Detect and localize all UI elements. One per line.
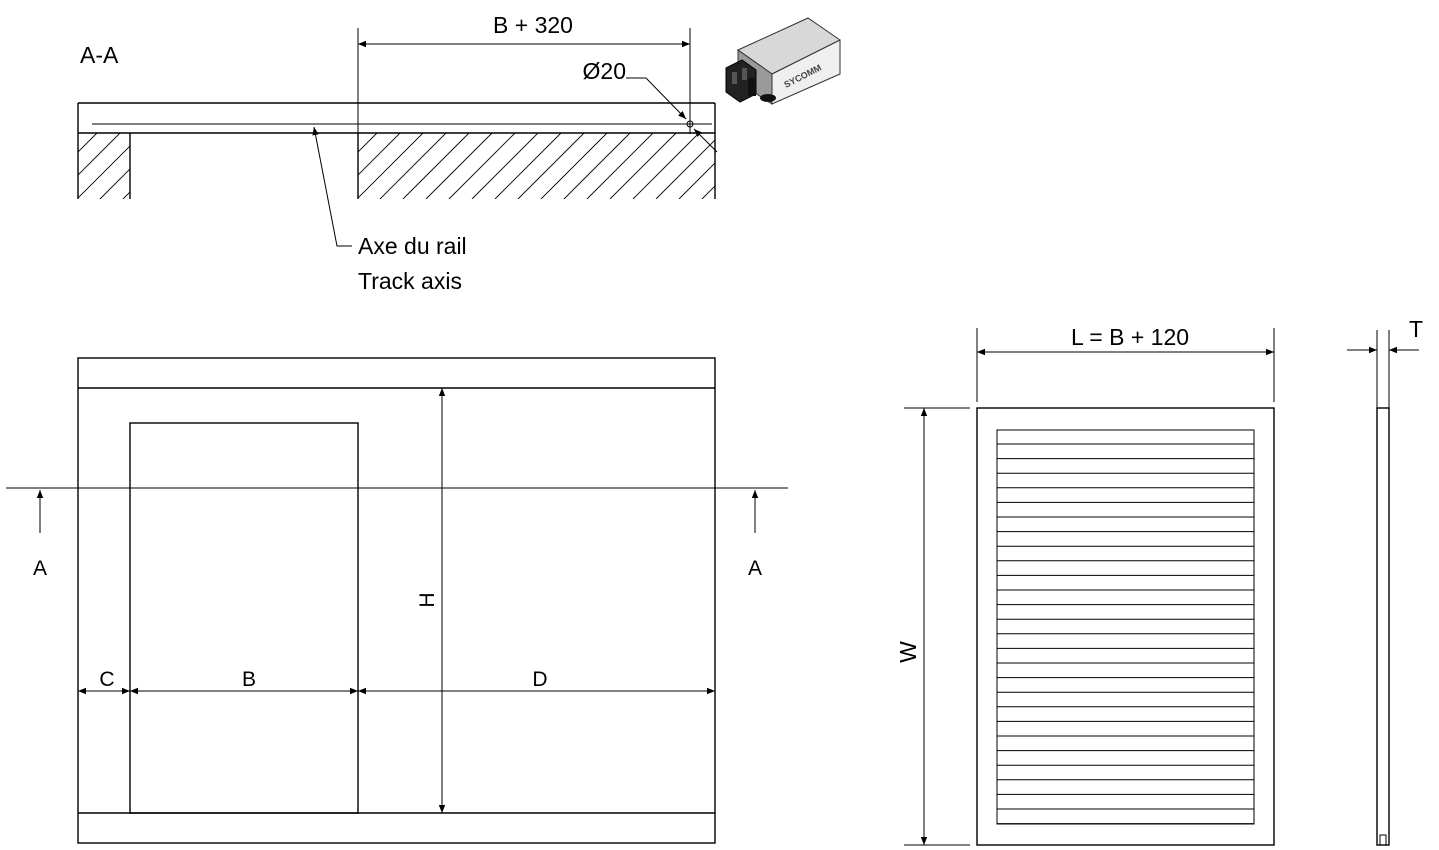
hatch-line: [563, 133, 631, 199]
hatch-line: [517, 133, 585, 199]
diameter-label: Ø20: [583, 58, 626, 84]
hatch-left: [8, 133, 258, 199]
wall-outline: [77, 102, 716, 199]
hatch-line: [448, 133, 516, 199]
section-title: A-A: [80, 42, 119, 68]
hatch-line: [99, 168, 130, 199]
dim-h-label: H: [416, 592, 439, 607]
wall-frame: [77, 357, 716, 844]
hatch-line: [655, 139, 715, 199]
dim-d-label: D: [532, 668, 547, 691]
track-axis-leader: [312, 126, 352, 247]
hatch-line: [192, 133, 258, 199]
hatch-line: [379, 133, 447, 199]
hatch-line: [609, 133, 677, 199]
hatch-line: [494, 133, 562, 199]
diameter-leader-2: [693, 128, 718, 153]
door-leaf-outline: [976, 407, 1275, 846]
dim-w-label: W: [895, 641, 921, 663]
hatch-line: [701, 185, 715, 199]
hatch-line: [471, 133, 539, 199]
hatch-line: [678, 162, 715, 199]
hatch-right: [288, 133, 837, 199]
hatch-line: [169, 133, 235, 199]
hatch-line: [586, 133, 654, 199]
hatch-line: [78, 133, 98, 153]
hatch-line: [8, 133, 74, 199]
door-opening: [129, 422, 359, 814]
hatch-line: [122, 191, 130, 199]
sycomm-device-image: SYCOMM: [725, 17, 841, 105]
louver-slats: [997, 443, 1254, 825]
track-axis-label-en: Track axis: [358, 268, 462, 294]
section-mark-left: A: [33, 557, 47, 580]
section-a-a: A-A B + 320 Ø20 Axe du rail Track axis: [8, 12, 841, 294]
hatch-line: [725, 133, 791, 199]
hatch-line: [358, 133, 424, 199]
door-side-view: [1376, 407, 1390, 846]
front-view: A A C B D H: [6, 357, 788, 844]
hatch-line: [78, 133, 121, 176]
dim-b-label: B: [242, 668, 256, 691]
hatch-line: [771, 133, 837, 199]
dim-c-label: C: [99, 668, 114, 691]
hatch-line: [748, 133, 814, 199]
hatch-line: [540, 133, 608, 199]
hatch-line: [78, 145, 130, 199]
door-leaf-view: L = B + 120 W T: [895, 316, 1423, 846]
diameter-leader: [626, 77, 687, 120]
hatch-line: [632, 133, 700, 199]
hatch-line: [358, 133, 378, 153]
hatch-line: [402, 133, 470, 199]
door-side-groove: [1379, 834, 1387, 845]
hatch-line: [146, 133, 212, 199]
hatch-line: [425, 133, 493, 199]
dim-t-label: T: [1409, 316, 1423, 342]
hatch-line: [358, 133, 401, 176]
section-mark-right: A: [748, 557, 762, 580]
dim-b320-label: B + 320: [493, 12, 573, 38]
track-axis-label-fr: Axe du rail: [358, 233, 467, 259]
hatch-line: [288, 133, 354, 199]
dim-l-label: L = B + 120: [1071, 324, 1189, 350]
